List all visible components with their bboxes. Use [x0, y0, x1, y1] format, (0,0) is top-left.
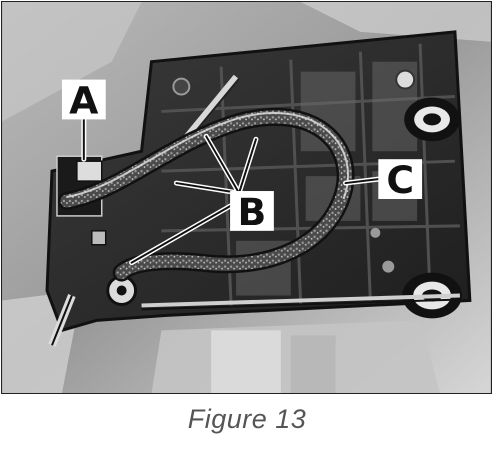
callout-b: B [238, 190, 267, 234]
callout-c-box [378, 159, 423, 199]
callout-c: C [386, 158, 414, 202]
grommet-upper [404, 97, 460, 142]
figure-photo: A B C [1, 1, 492, 394]
figure-caption: Figure 13 [187, 404, 307, 434]
callout-a: A [69, 78, 99, 122]
callout-a-box [61, 79, 106, 120]
photo-illustration: A B C [2, 2, 491, 393]
callout-b-box [230, 191, 274, 231]
